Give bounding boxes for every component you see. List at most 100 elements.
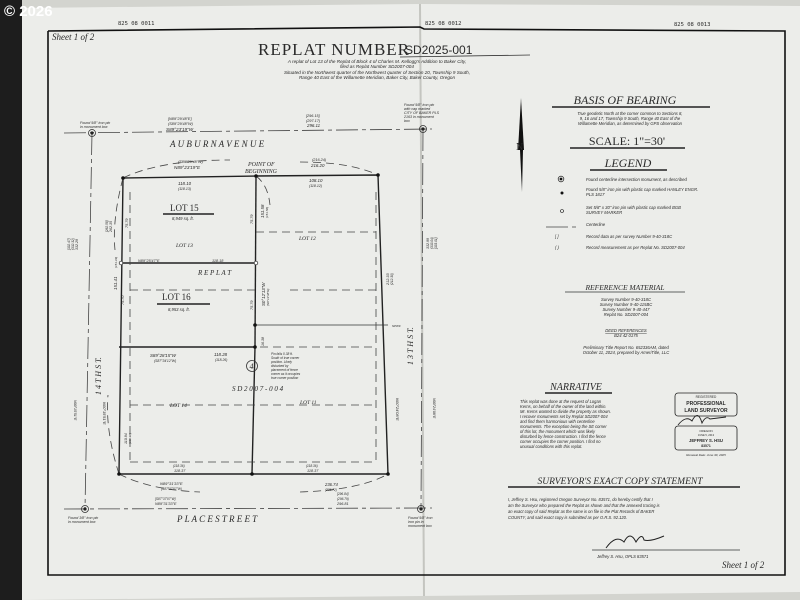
plat-annotation: in monument box bbox=[80, 125, 108, 129]
plat-annotation: S0°12'13"W bbox=[261, 282, 266, 306]
plat-annotation: 118.18 bbox=[212, 259, 224, 263]
plat-linework bbox=[299, 161, 379, 176]
plat-annotation: with cap marked bbox=[404, 107, 431, 111]
plat-linework bbox=[559, 177, 563, 181]
lot-14-label: LOT 14 bbox=[169, 402, 187, 409]
plat-linework bbox=[386, 472, 390, 476]
north-arrow-icon: N bbox=[516, 98, 524, 192]
plat-annotation: This replat was done at the request of L… bbox=[520, 399, 602, 404]
plat-annotation: [ ] bbox=[554, 234, 559, 239]
plat-annotation: (297.17) bbox=[306, 119, 321, 123]
plat-annotation: 83571 bbox=[701, 444, 711, 448]
plat-annotation: 332.99 bbox=[426, 238, 430, 249]
plat-annotation: (N0°14'48"E) bbox=[266, 289, 270, 306]
plat-annotation: Pin falls 0.38 ft. bbox=[271, 352, 293, 356]
plat-annotation: (S87°37'07"W) bbox=[161, 487, 182, 491]
plat-annotation: (118.13) bbox=[178, 187, 191, 191]
13th-centerline bbox=[420, 128, 424, 510]
plat-annotation: 118.10 bbox=[178, 181, 192, 186]
lot-13-label: LOT 13 bbox=[175, 243, 193, 249]
plat-annotation: REGISTERED bbox=[696, 395, 717, 399]
plat-annotation: Found 5/8" iron bbox=[408, 516, 432, 520]
plat-linework bbox=[90, 131, 94, 135]
plat-annotation: N89°23'19"E bbox=[174, 165, 201, 170]
place-centerline bbox=[63, 507, 433, 510]
plat-annotation: placement of fence bbox=[270, 368, 298, 372]
plat-linework bbox=[117, 472, 121, 476]
plat-linework bbox=[518, 98, 524, 150]
plat-annotation: unusual conditions with this replat. bbox=[520, 444, 582, 449]
plat-annotation: 75.79 bbox=[125, 218, 129, 228]
signature-name: Jeffrey S. Hsu, OPLS 83571 bbox=[596, 554, 648, 559]
plat-annotation: (S89°29'48"W) bbox=[168, 122, 194, 126]
plat-annotation: Renewal Date: June 30, 2025 bbox=[686, 453, 726, 457]
plat-linework bbox=[118, 260, 124, 266]
plat-linework bbox=[557, 175, 565, 183]
plat-linework bbox=[421, 127, 425, 131]
plat-linework bbox=[376, 173, 380, 177]
plat-linework bbox=[83, 507, 87, 511]
plat-annotation: ( ) bbox=[555, 245, 560, 250]
monument-icon bbox=[417, 505, 425, 513]
plat-annotation: corner occupies the corner position. I f… bbox=[520, 439, 601, 444]
plat-linework bbox=[118, 473, 201, 493]
plat-annotation: disturbed by fence construction. I find … bbox=[520, 434, 607, 439]
exact-copy-statement: SURVEYOR'S EXACT COPY STATEMENT I, Jeffr… bbox=[508, 477, 740, 559]
circle-dot-icon bbox=[557, 175, 565, 183]
signature-icon bbox=[677, 415, 727, 426]
title-prefix: REPLAT NUMBER bbox=[258, 40, 410, 59]
plat-annotation: [332.47] bbox=[67, 238, 71, 251]
plat-linework bbox=[122, 159, 231, 179]
street-13th: 1 3 T H S T. bbox=[406, 327, 415, 365]
plat-annotation: CITY OF BAKER PLS bbox=[404, 111, 440, 115]
surveyor-stamp: REGISTERED PROFESSIONAL LAND SURVEYOR OR… bbox=[674, 392, 738, 457]
filled-dot-icon bbox=[560, 191, 564, 195]
plat-annotation: 75.79 bbox=[250, 300, 254, 310]
block-number-circle bbox=[246, 360, 258, 372]
plat-annotation: Survey Number 9-40-447 bbox=[602, 307, 650, 312]
plat-annotation: 118.28 bbox=[214, 352, 228, 357]
plat-annotation: Kerns, on behalf of the owner of the lan… bbox=[520, 404, 606, 409]
plat-linework bbox=[419, 507, 423, 511]
sheet-label-bottom: Sheet 1 of 2 bbox=[722, 560, 765, 570]
plat-annotation: monument box bbox=[408, 524, 432, 528]
plat-annotation: Set 5/8" x 30" iron pin with plastic cap… bbox=[586, 205, 681, 210]
plat-annotation: 236.74 bbox=[324, 482, 338, 487]
plat-linework bbox=[251, 346, 256, 475]
plat-annotation: October 11, 2024, prepared by AmeriTitle… bbox=[583, 350, 671, 355]
plat-linework: N bbox=[516, 142, 523, 153]
plat-annotation: (212.30) bbox=[390, 273, 394, 285]
sheet-label-top: Sheet 1 of 2 bbox=[52, 32, 95, 42]
plat-annotation: N00°15'51"E bbox=[73, 400, 77, 421]
plat-linework bbox=[520, 150, 523, 192]
plat-annotation: [296.84] bbox=[336, 492, 349, 496]
title-subtitle: A replat of Lot 13 of the Replat of Bloc… bbox=[287, 59, 466, 64]
plat-annotation: Found centerline intersection monument, … bbox=[586, 177, 687, 182]
plat-annotation: Preliminary Title Report No. 652336AM, d… bbox=[583, 345, 669, 350]
open-circle-icon bbox=[560, 209, 564, 213]
basis-of-bearing: BASIS OF BEARING True geodetic North at … bbox=[552, 93, 710, 171]
plat-annotation: REFERENCE MATERIAL bbox=[584, 283, 664, 292]
plat-annotation: JEFFREY S. HSU bbox=[689, 438, 723, 443]
plat-linework bbox=[253, 345, 257, 349]
plat-annotation: corner as it occupies bbox=[271, 372, 301, 376]
lot-12-label: LOT 12 bbox=[298, 236, 316, 242]
tax-lot-label: 825 08 0011 bbox=[118, 21, 154, 27]
plat-linework bbox=[81, 505, 89, 513]
plat-annotation: S89°28'15"W bbox=[150, 353, 177, 358]
plat-annotation: [262.58] bbox=[105, 220, 109, 233]
plat-annotation: PLS 1817 bbox=[586, 192, 605, 197]
plat-annotation: N89°31'33"E bbox=[160, 481, 183, 486]
plat-annotation: 8,949 sq. ft. bbox=[172, 216, 194, 221]
plat-annotation: [S87°37'07"W] bbox=[154, 497, 176, 501]
title-block: REPLAT NUMBER SD2025-001 A replat of Lot… bbox=[258, 40, 531, 80]
plat-annotation: Survey Number 9-40-318C bbox=[601, 297, 652, 302]
plat-annotation: am the Surveyor who prepared the Replat … bbox=[508, 503, 660, 508]
plat-linework bbox=[254, 174, 258, 178]
plat-annotation: 118.37 bbox=[307, 469, 319, 473]
plat-annotation: 8,953 sq. ft. bbox=[168, 307, 190, 312]
plat-linework bbox=[674, 425, 738, 451]
tax-lot-label: 825 08 0013 bbox=[674, 22, 710, 28]
plat-annotation: (118.26) bbox=[215, 358, 227, 362]
plat-annotation: 262.35 bbox=[109, 221, 113, 233]
